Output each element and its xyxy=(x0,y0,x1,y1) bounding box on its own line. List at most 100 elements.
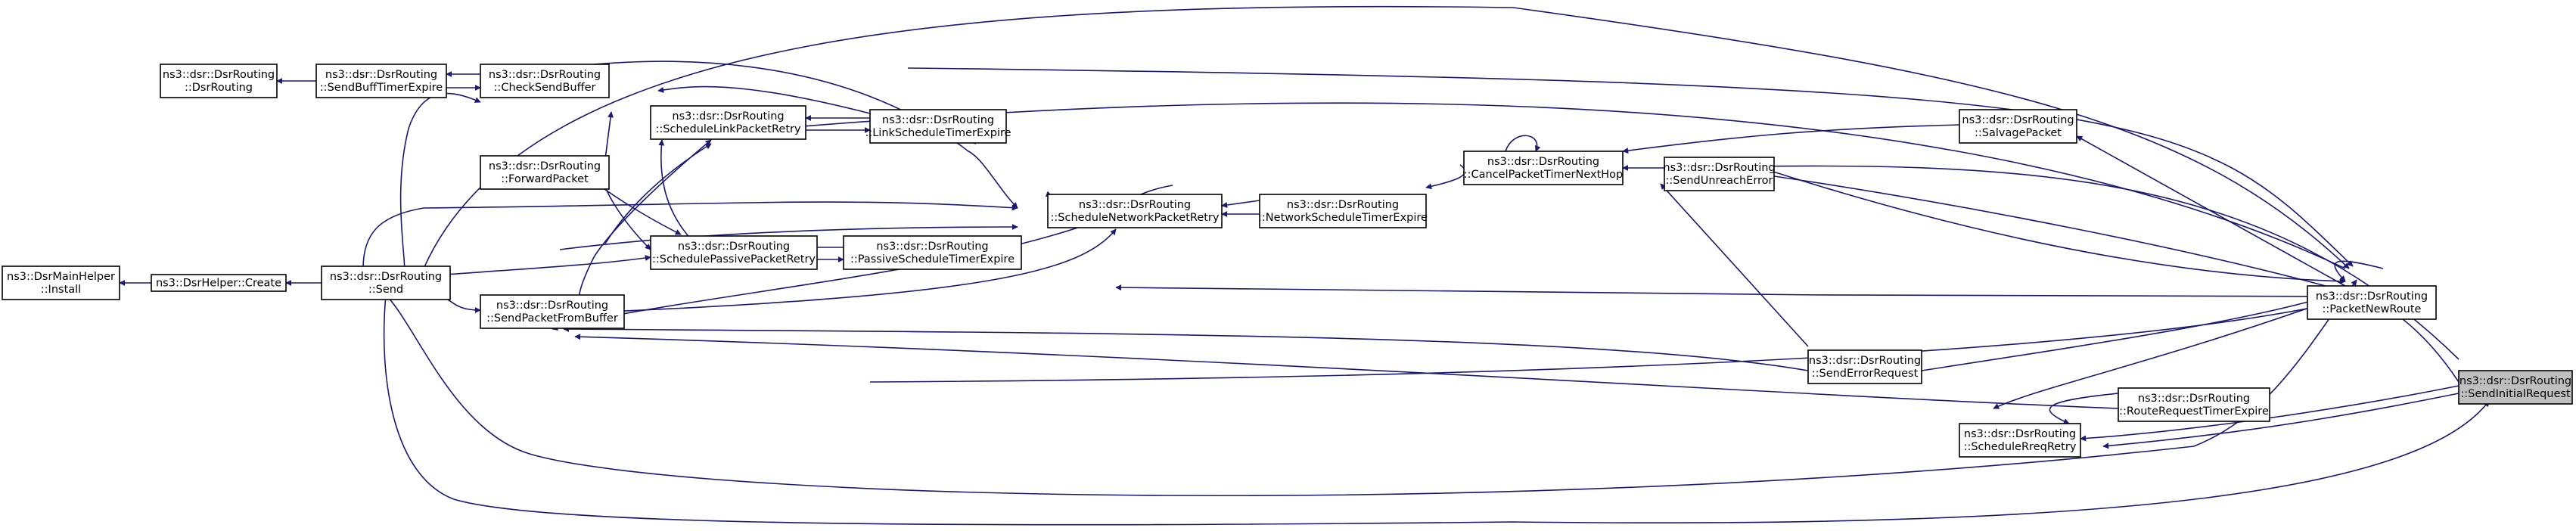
edge xyxy=(1425,164,1466,190)
node-linkscheduletimer[interactable]: ns3::dsr::DsrRouting::LinkScheduleTimerE… xyxy=(865,109,1011,144)
node-label: ::Send xyxy=(368,284,403,296)
node-label: ::SendBuffTimerExpire xyxy=(320,82,443,94)
node-salvagepacket[interactable]: ns3::dsr::DsrRouting::SalvagePacket xyxy=(1959,109,2077,144)
node-box xyxy=(1047,194,1223,228)
node-label: ns3::dsr::DsrRouting xyxy=(1079,199,1191,211)
node-label: ns3::dsr::DsrRouting xyxy=(325,69,437,81)
node-box xyxy=(2118,387,2270,422)
node-label: ns3::dsr::DsrRouting xyxy=(1487,156,1599,168)
edge xyxy=(907,67,2354,267)
node-label: ::ScheduleLinkPacketRetry xyxy=(655,123,801,135)
node-label: ns3::dsr::DsrRouting xyxy=(1962,114,2074,126)
node-label: ::NetworkScheduleTimerExpire xyxy=(1258,212,1428,224)
node-passivescheduletimer[interactable]: ns3::dsr::DsrRouting::PassiveScheduleTim… xyxy=(843,235,1022,270)
node-label: ::DsrRouting xyxy=(185,82,253,94)
node-box xyxy=(2458,370,2573,405)
node-label: ns3::dsr::DsrRouting xyxy=(876,241,988,253)
edge xyxy=(423,255,651,277)
node-box xyxy=(160,64,278,98)
node-label: ns3::dsr::DsrRouting xyxy=(2138,393,2250,405)
node-box xyxy=(2307,285,2437,320)
edge xyxy=(593,61,1018,209)
edge xyxy=(1921,286,2357,371)
node-label: ::RouteRequestTimerExpire xyxy=(2119,405,2269,418)
node-send[interactable]: ns3::dsr::DsrRouting::Send xyxy=(321,266,451,300)
node-schedulereqretry[interactable]: ns3::dsr::DsrRouting::ScheduleRreqRetry xyxy=(1959,423,2081,458)
node-label: ::SendErrorRequest xyxy=(1812,368,1919,380)
node-box xyxy=(1664,157,1775,191)
node-sendunreacherror[interactable]: ns3::dsr::DsrRouting::SendUnreachError xyxy=(1663,157,1776,191)
node-label: ns3::dsr::DsrRouting xyxy=(489,69,601,81)
node-cancelpackettimer[interactable]: ns3::dsr::DsrRouting::CancelPacketTimerN… xyxy=(1463,151,1624,185)
node-box xyxy=(480,64,610,98)
edge xyxy=(608,228,1117,312)
node-label: ::Install xyxy=(41,284,81,296)
node-label: ::SchedulePassivePacketRetry xyxy=(652,253,816,266)
node-create[interactable]: ns3::DsrHelper::Create xyxy=(151,274,287,292)
node-sendpacketfrombuffer[interactable]: ns3::dsr::DsrRouting::SendPacketFromBuff… xyxy=(480,294,625,329)
edge xyxy=(383,294,2490,526)
edge xyxy=(1660,183,1809,347)
edge xyxy=(604,143,712,244)
node-label: ns3::DsrMainHelper xyxy=(7,271,115,283)
edge xyxy=(1993,294,2346,409)
node-label: ns3::dsr::DsrRouting xyxy=(2316,290,2428,303)
node-label: ::ScheduleNetworkPacketRetry xyxy=(1051,212,1220,224)
node-box xyxy=(1807,349,1922,384)
node-schedulenetworkpacketretry[interactable]: ns3::dsr::DsrRouting::ScheduleNetworkPac… xyxy=(1047,194,1223,228)
node-label: ::SalvagePacket xyxy=(1975,127,2062,139)
node-box xyxy=(480,155,610,190)
node-label: ns3::dsr::DsrRouting xyxy=(330,271,442,283)
node-label: ns3::dsr::DsrRouting xyxy=(1964,428,2076,440)
node-label: ::PassiveScheduleTimerExpire xyxy=(850,253,1015,266)
node-sendbufftimer[interactable]: ns3::dsr::DsrRouting::SendBuffTimerExpir… xyxy=(315,64,447,98)
edge xyxy=(604,111,614,160)
edges xyxy=(119,5,2490,526)
node-networkscheduletimer[interactable]: ns3::dsr::DsrRouting::NetworkScheduleTim… xyxy=(1258,194,1428,228)
edge xyxy=(559,224,1018,250)
node-box xyxy=(1959,109,2077,144)
node-label: ns3::dsr::DsrRouting xyxy=(2459,375,2571,387)
node-label: ns3::DsrHelper::Create xyxy=(156,278,281,290)
node-label: ns3::dsr::DsrRouting xyxy=(1809,355,1921,367)
node-label: ns3::dsr::DsrRouting xyxy=(489,160,601,172)
node-label: ns3::dsr::DsrRouting xyxy=(163,69,275,81)
node-label: ns3::dsr::DsrRouting xyxy=(678,241,790,253)
edge xyxy=(658,139,693,241)
node-box xyxy=(1259,194,1427,228)
node-label: ::SendUnreachError xyxy=(1665,175,1773,187)
node-schedulepassivepacketretry[interactable]: ns3::dsr::DsrRouting::SchedulePassivePac… xyxy=(650,235,818,270)
node-dsrrouting[interactable]: ns3::dsr::DsrRouting::DsrRouting xyxy=(160,64,278,98)
edge xyxy=(423,5,2350,269)
edge xyxy=(446,298,481,313)
node-packetnewroute[interactable]: ns3::dsr::DsrRouting::PacketNewRoute xyxy=(2307,285,2437,320)
node-box xyxy=(650,105,806,140)
edge xyxy=(869,297,2354,383)
node-box xyxy=(650,235,818,270)
edge xyxy=(1622,124,1960,154)
node-sendinitialrequest[interactable]: ns3::dsr::DsrRouting::SendInitialRequest xyxy=(2458,370,2573,405)
node-label: ::SendPacketFromBuffer xyxy=(486,312,618,324)
node-label: ns3::dsr::DsrRouting xyxy=(882,114,994,126)
edge xyxy=(1115,284,2346,297)
node-routerequesttimer[interactable]: ns3::dsr::DsrRouting::RouteRequestTimerE… xyxy=(2118,387,2270,422)
edge xyxy=(2334,260,2384,282)
node-label: ::ForwardPacket xyxy=(501,173,589,185)
node-box xyxy=(843,235,1022,270)
node-senderrorrequest[interactable]: ns3::dsr::DsrRouting::SendErrorRequest xyxy=(1807,349,1922,384)
edge xyxy=(362,201,1018,269)
node-label: ns3::dsr::DsrRouting xyxy=(496,300,608,312)
node-label: ::ScheduleRreqRetry xyxy=(1964,441,2077,453)
node-forwardpacket[interactable]: ns3::dsr::DsrRouting::ForwardPacket xyxy=(480,155,610,190)
edge xyxy=(2076,135,2346,287)
node-label: ns3::dsr::DsrRouting xyxy=(672,110,784,123)
node-install[interactable]: ns3::DsrMainHelper::Install xyxy=(2,266,120,300)
node-schedulelinkpacketretry[interactable]: ns3::dsr::DsrRouting::ScheduleLinkPacket… xyxy=(650,105,806,140)
edge xyxy=(563,326,1809,371)
node-checksendbuffer[interactable]: ns3::dsr::DsrRouting::CheckSendBuffer xyxy=(480,64,610,98)
node-box xyxy=(1463,151,1624,185)
node-label: ::CheckSendBuffer xyxy=(494,82,596,94)
edge xyxy=(574,334,2119,409)
edge xyxy=(1758,172,2346,292)
